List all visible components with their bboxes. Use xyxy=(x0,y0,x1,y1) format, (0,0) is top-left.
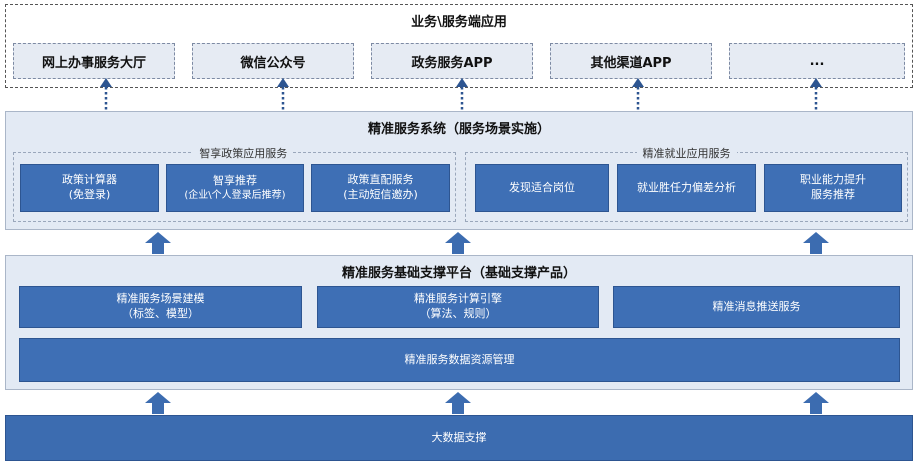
box-line2: 服务推荐 xyxy=(811,188,855,201)
app-box-gov-app: 政务服务APP xyxy=(371,43,533,79)
box-line1: 精准服务场景建模 xyxy=(116,292,205,306)
app-layer: 业务\服务端应用 网上办事服务大厅 微信公众号 政务服务APP 其他渠道APP … xyxy=(5,4,913,88)
box-line1: 精准消息推送服务 xyxy=(712,299,801,313)
box-line2: (免登录) xyxy=(68,188,111,201)
app-box-more: ... xyxy=(729,43,905,79)
box-line1: 职业能力提升 xyxy=(800,173,866,187)
up-arrow-sys-3 xyxy=(803,232,829,254)
dotted-arrow-2 xyxy=(277,78,289,110)
policy-direct-box: 政策直配服务 (主动短信邀办) xyxy=(311,164,450,212)
dotted-arrow-1 xyxy=(100,78,112,110)
box-line2: （标签、模型） xyxy=(122,307,199,320)
platform-layer-title: 精准服务基础支撑平台（基础支撑产品） xyxy=(341,266,576,281)
data-resource-mgmt-box: 精准服务数据资源管理 xyxy=(19,338,900,382)
platform-layer: 精准服务基础支撑平台（基础支撑产品） 精准服务场景建模 （标签、模型） 精准服务… xyxy=(5,255,913,390)
app-box-wechat: 微信公众号 xyxy=(192,43,354,79)
box-line2: (企业\个人登录后推荐) xyxy=(184,189,286,201)
smart-recommend-box: 智享推荐 (企业\个人登录后推荐) xyxy=(166,164,304,212)
skill-improvement-box: 职业能力提升 服务推荐 xyxy=(764,164,902,212)
up-arrow-plat-2 xyxy=(445,392,471,414)
box-line1: 政策直配服务 xyxy=(347,173,414,187)
find-job-box: 发现适合岗位 xyxy=(475,164,609,212)
dotted-arrow-4 xyxy=(632,78,644,110)
box-line1: 智享推荐 xyxy=(213,173,257,187)
up-arrow-sys-1 xyxy=(145,232,171,254)
box-line1: 发现适合岗位 xyxy=(509,180,575,194)
box-line2: （算法、规则） xyxy=(419,307,497,320)
box-line1: 精准服务计算引擎 xyxy=(414,292,502,306)
employment-group-label: 精准就业应用服务 xyxy=(636,145,737,161)
employment-service-group: 精准就业应用服务 发现适合岗位 就业胜任力偏差分析 职业能力提升 服务推荐 xyxy=(465,145,908,222)
box-line2: (主动短信邀办) xyxy=(343,188,418,201)
compute-engine-box: 精准服务计算引擎 （算法、规则） xyxy=(317,286,599,328)
box-line1: 政策计算器 xyxy=(62,173,117,187)
competency-analysis-box: 就业胜任力偏差分析 xyxy=(617,164,756,212)
up-arrow-plat-3 xyxy=(803,392,829,414)
policy-group-label: 智享政策应用服务 xyxy=(193,145,294,161)
scene-modeling-box: 精准服务场景建模 （标签、模型） xyxy=(19,286,302,328)
system-layer-title: 精准服务系统（服务场景实施） xyxy=(367,122,550,137)
box-line1: 就业胜任力偏差分析 xyxy=(637,180,736,194)
dotted-arrow-5 xyxy=(810,78,822,110)
dotted-arrow-3 xyxy=(456,78,468,110)
up-arrow-sys-2 xyxy=(445,232,471,254)
message-push-box: 精准消息推送服务 xyxy=(613,286,900,328)
up-arrow-plat-1 xyxy=(145,392,171,414)
big-data-support-bar: 大数据支撑 xyxy=(5,415,913,461)
app-box-online-hall: 网上办事服务大厅 xyxy=(13,43,175,79)
app-box-other-app: 其他渠道APP xyxy=(550,43,712,79)
app-layer-title: 业务\服务端应用 xyxy=(411,15,507,30)
policy-calculator-box: 政策计算器 (免登录) xyxy=(20,164,159,212)
system-layer: 精准服务系统（服务场景实施） 智享政策应用服务 政策计算器 (免登录) 智享推荐… xyxy=(5,111,913,230)
policy-service-group: 智享政策应用服务 政策计算器 (免登录) 智享推荐 (企业\个人登录后推荐) 政… xyxy=(13,145,456,222)
